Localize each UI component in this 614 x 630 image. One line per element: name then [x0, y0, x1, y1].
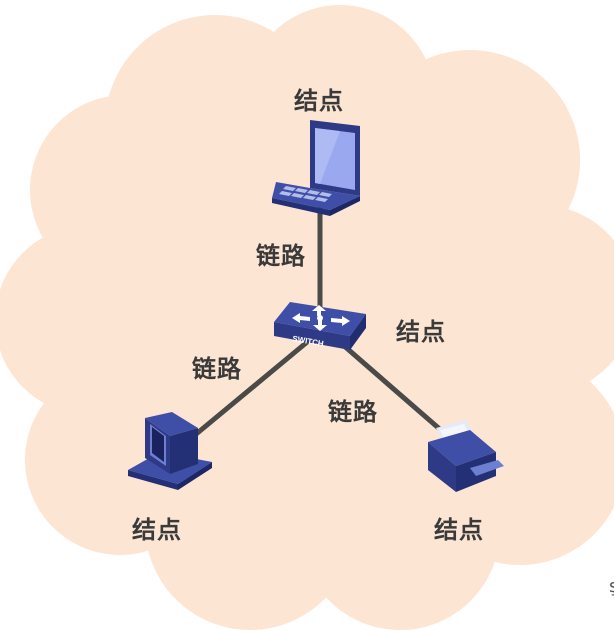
laptop-switch-link-label: 链路	[256, 242, 306, 270]
switch-desktop-link-label: 链路	[192, 355, 242, 383]
switch-icon: SWITCH	[274, 302, 366, 350]
switch-printer-link-label: 链路	[328, 398, 378, 426]
edge-fragment: ş	[609, 576, 614, 597]
switch-node-label: 结点	[396, 318, 446, 346]
links	[192, 202, 453, 441]
link-switch-desktop	[192, 335, 315, 438]
printer-node-label: 结点	[434, 516, 484, 544]
printer-icon	[428, 420, 504, 492]
laptop-icon	[272, 120, 360, 216]
desktop-node-label: 结点	[132, 516, 182, 544]
desktop-computer-icon	[128, 412, 212, 490]
link-switch-printer	[332, 335, 453, 441]
laptop-node-label: 结点	[294, 87, 344, 115]
cloud-background	[0, 5, 614, 630]
